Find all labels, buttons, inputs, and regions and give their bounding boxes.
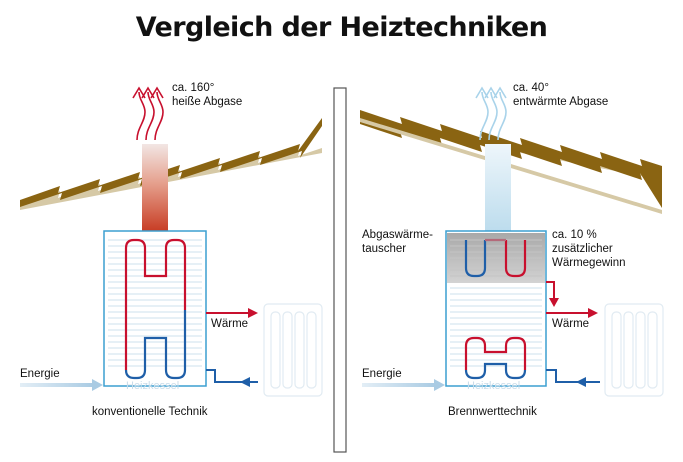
right-heat-label: Wärme (552, 318, 590, 330)
right-gain-label-line3: Wärmegewinn (552, 257, 626, 269)
left-exhaust-temp-label: ca. 160° (172, 82, 215, 94)
left-exhaust-arrows-icon (132, 86, 164, 141)
right-boiler (445, 230, 547, 387)
right-gain-label-line2: zusätzlicher (552, 243, 613, 255)
left-boiler (103, 230, 207, 387)
right-caption: Brennwerttechnik (448, 406, 537, 418)
right-boiler-label: Heizkessel (467, 380, 521, 392)
right-heat-arrow-icon (546, 308, 598, 318)
left-exhaust-desc-label: heiße Abgase (172, 96, 243, 108)
left-radiator-icon (263, 303, 323, 397)
left-return-arrow-icon (206, 369, 258, 387)
left-roof (20, 118, 322, 210)
left-boiler-label: Heizkessel (126, 380, 180, 392)
left-energy-arrow-icon (20, 379, 103, 391)
right-gain-label-line1: ca. 10 % (552, 229, 597, 241)
right-energy-arrow-icon (362, 379, 445, 391)
right-exchanger-label-line2: tauscher (362, 243, 407, 255)
left-caption: konventionelle Technik (92, 406, 208, 418)
left-heat-arrow-icon (206, 308, 258, 318)
right-gain-arrow-icon (546, 281, 559, 307)
panel-divider (333, 87, 347, 453)
right-chimney (485, 144, 511, 232)
right-exhaust-arrows-icon (475, 86, 507, 141)
page-title: Vergleich der Heiztechniken (135, 12, 548, 43)
right-energy-label: Energie (362, 368, 402, 380)
right-exhaust-temp-label: ca. 40° (513, 82, 549, 94)
left-energy-label: Energie (20, 368, 60, 380)
right-exchanger-label-line1: Abgaswärme- (362, 229, 433, 241)
right-exhaust-desc-label: entwärmte Abgase (513, 96, 609, 108)
left-heat-label: Wärme (211, 318, 249, 330)
left-chimney (142, 144, 168, 232)
right-return-arrow-icon (546, 369, 600, 387)
right-radiator-icon (604, 303, 664, 397)
